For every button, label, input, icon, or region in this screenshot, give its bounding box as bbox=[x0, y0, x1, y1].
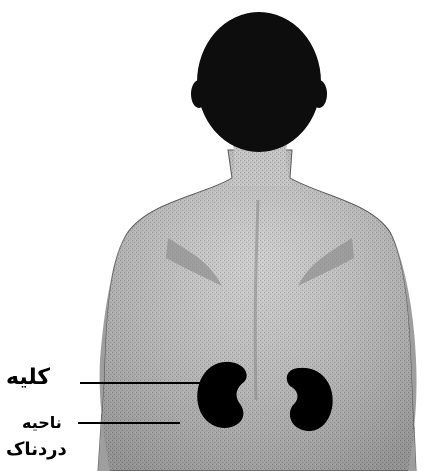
kidney-label: کلیه bbox=[6, 367, 50, 389]
right-ear bbox=[311, 80, 327, 108]
left-ear bbox=[191, 80, 207, 108]
painful-area-label-line2: دردناک bbox=[6, 441, 67, 459]
head bbox=[197, 12, 321, 152]
painful-area-label-line1: ناحیه bbox=[22, 415, 62, 431]
